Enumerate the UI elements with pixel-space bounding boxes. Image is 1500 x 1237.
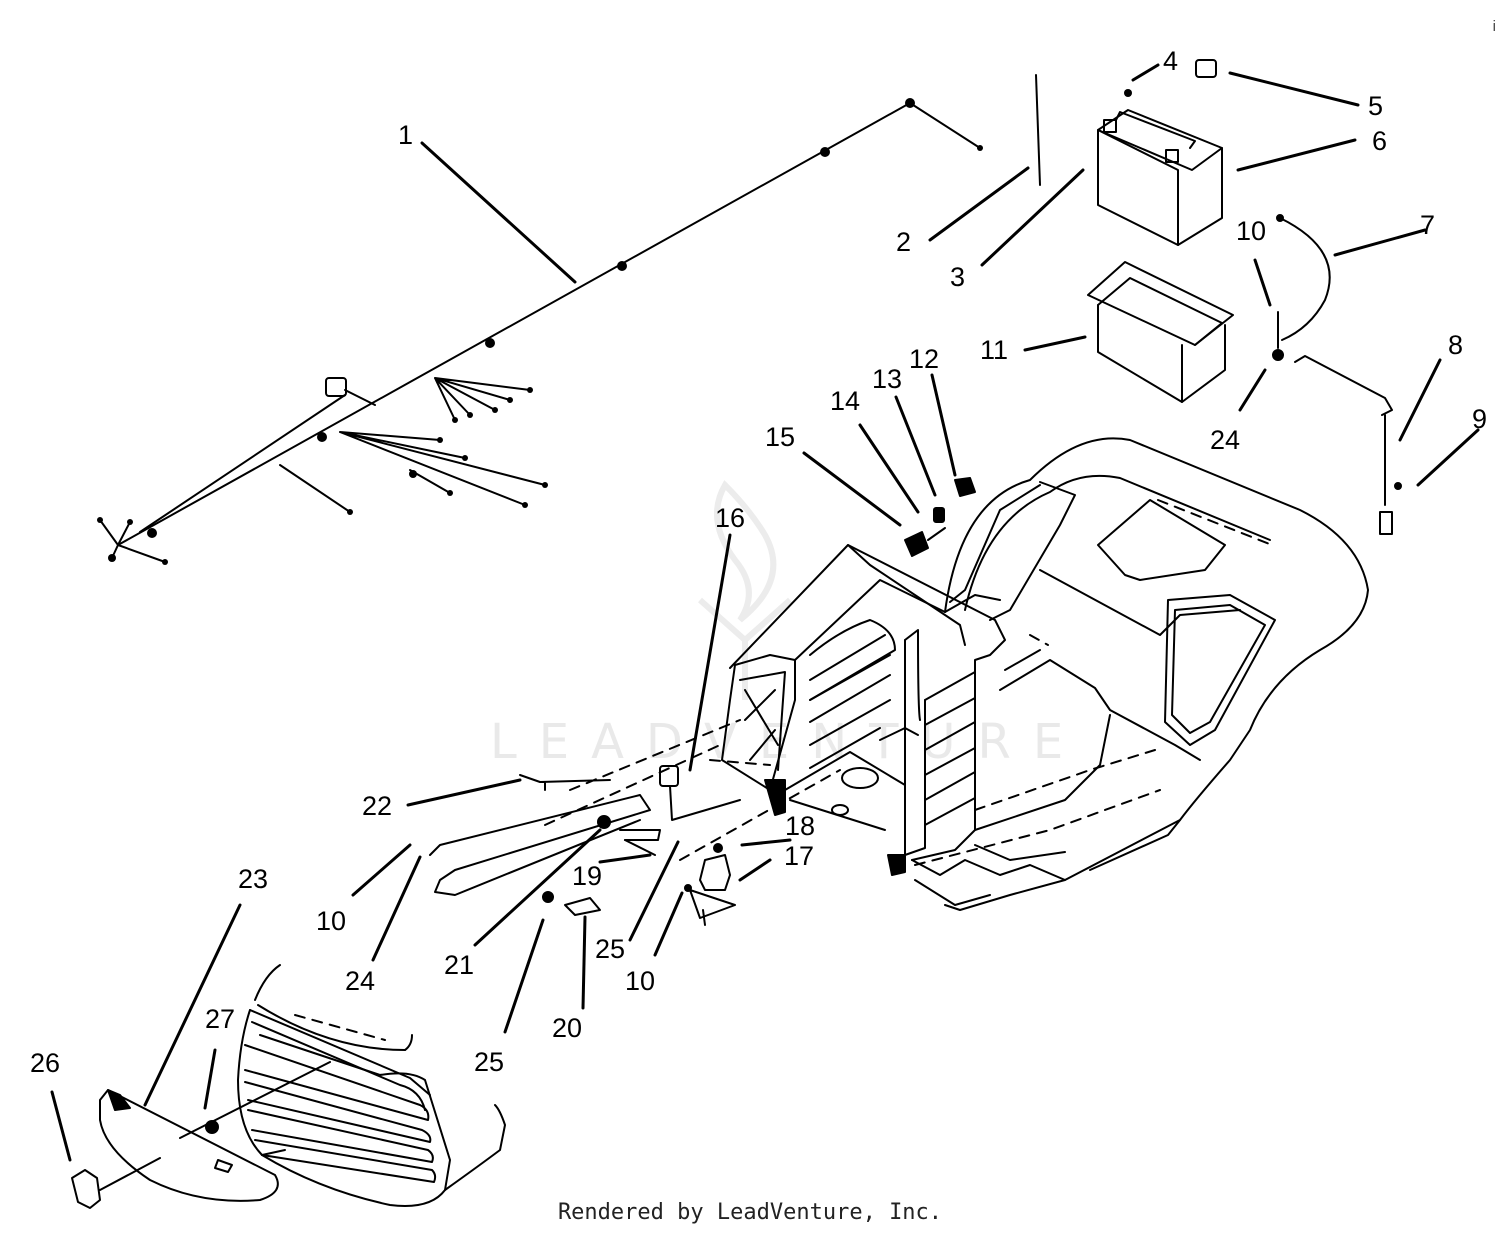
callout-14: 14 — [830, 386, 860, 416]
callout-8: 8 — [1448, 330, 1463, 360]
starter-solenoid — [684, 843, 736, 926]
hood — [237, 964, 506, 1207]
control-bracket — [429, 765, 741, 916]
callout-12: 12 — [909, 344, 939, 374]
callout-1: 1 — [398, 120, 413, 150]
callout-10-solenoid: 10 — [625, 966, 655, 996]
assembly-lines — [294, 499, 1273, 1041]
watermark-text: LEADVENTURE — [490, 714, 1085, 770]
battery-cable — [1279, 217, 1331, 341]
dash-panel — [721, 544, 1006, 876]
wiring-harness — [99, 102, 981, 563]
ground-cable — [1294, 355, 1402, 535]
callout-17: 17 — [784, 841, 814, 871]
callout-19: 19 — [572, 861, 602, 891]
callout-7: 7 — [1420, 210, 1435, 240]
callout-25-lower: 25 — [474, 1047, 504, 1077]
callout-24-left: 24 — [345, 966, 375, 996]
terminal-bolt — [1124, 89, 1132, 97]
key-switch — [904, 477, 976, 557]
callout-3: 3 — [950, 262, 965, 292]
harness-connectors — [97, 98, 983, 565]
callout-5: 5 — [1368, 91, 1383, 121]
callout-15: 15 — [765, 422, 795, 452]
callout-24-battery: 24 — [1210, 425, 1240, 455]
callout-10-left: 10 — [316, 906, 346, 936]
callout-25-center: 25 — [595, 934, 625, 964]
leader-lines — [50, 63, 1480, 1162]
footer-credit: Rendered by LeadVenture, Inc. — [557, 1200, 943, 1225]
callout-16: 16 — [715, 503, 745, 533]
callout-22: 22 — [362, 791, 392, 821]
callout-2: 2 — [896, 227, 911, 257]
callout-23: 23 — [238, 864, 268, 894]
callout-27: 27 — [205, 1004, 235, 1034]
battery-tray — [1087, 261, 1234, 403]
cable-washer — [1272, 349, 1284, 361]
callout-4: 4 — [1163, 46, 1178, 76]
callout-9: 9 — [1472, 404, 1487, 434]
hold-down-rod — [1035, 74, 1041, 186]
fender-deck — [911, 437, 1369, 911]
battery — [1097, 109, 1223, 246]
grille-emblem — [71, 1120, 219, 1209]
callout-numbers: 1 2 3 4 5 6 7 8 9 10 10 10 11 12 13 14 1… — [30, 46, 1487, 1078]
callout-26: 26 — [30, 1048, 60, 1078]
callout-6: 6 — [1372, 126, 1387, 156]
terminal-cover — [1195, 59, 1217, 78]
callout-11: 11 — [980, 335, 1008, 365]
callout-20: 20 — [552, 1013, 582, 1043]
callout-13: 13 — [872, 364, 902, 394]
callout-18: 18 — [785, 811, 815, 841]
grille — [99, 1061, 331, 1202]
callout-21: 21 — [444, 950, 474, 980]
corner-mark: i — [1492, 18, 1496, 35]
callout-10-cable: 10 — [1236, 216, 1266, 246]
